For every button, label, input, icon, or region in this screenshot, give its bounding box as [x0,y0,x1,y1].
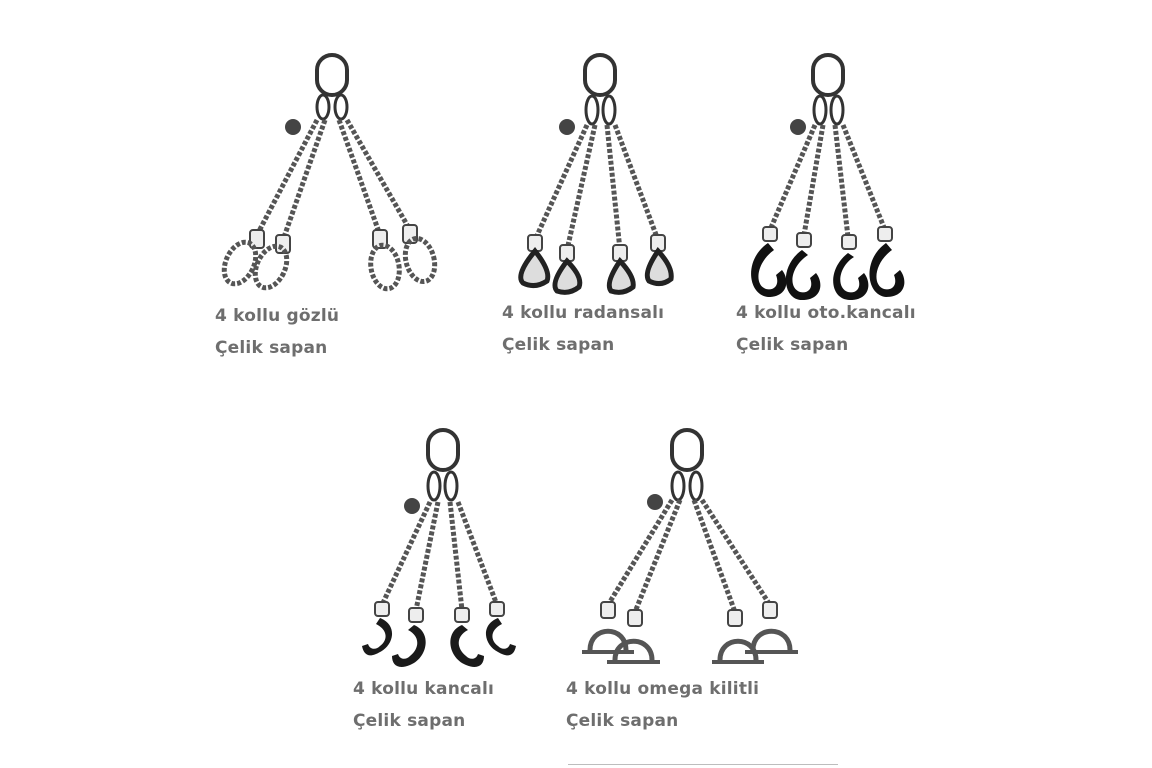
product-title: 4 kollu gözlü [215,306,340,326]
product-title: 4 kollu oto.kancalı [736,303,916,323]
product-title: 4 kollu radansalı [502,303,665,323]
product-subtitle: Çelik sapan [502,335,615,355]
sling-self-locking-hook-illustration [751,53,905,300]
product-subtitle: Çelik sapan [353,711,466,731]
product-title: 4 kollu omega kilitli [566,679,760,699]
product-caption: 4 kollu oto.kancalı Çelik sapan [736,297,916,361]
product-caption: 4 kollu radansalı Çelik sapan [502,297,664,361]
divider [568,764,838,765]
product-caption: 4 kollu omega kilitli Çelik sapan [566,673,759,737]
product-caption: 4 kollu gözlü Çelik sapan [215,300,339,364]
product-subtitle: Çelik sapan [215,338,328,358]
sling-omega-shackle-illustration [582,428,798,664]
product-caption: 4 kollu kancalı Çelik sapan [353,673,494,737]
sling-eye-loop-illustration [221,53,438,292]
sling-hook-illustration [362,428,516,667]
product-title: 4 kollu kancalı [353,679,495,699]
sling-thimble-illustration [518,53,674,295]
product-subtitle: Çelik sapan [736,335,849,355]
product-subtitle: Çelik sapan [566,711,679,731]
